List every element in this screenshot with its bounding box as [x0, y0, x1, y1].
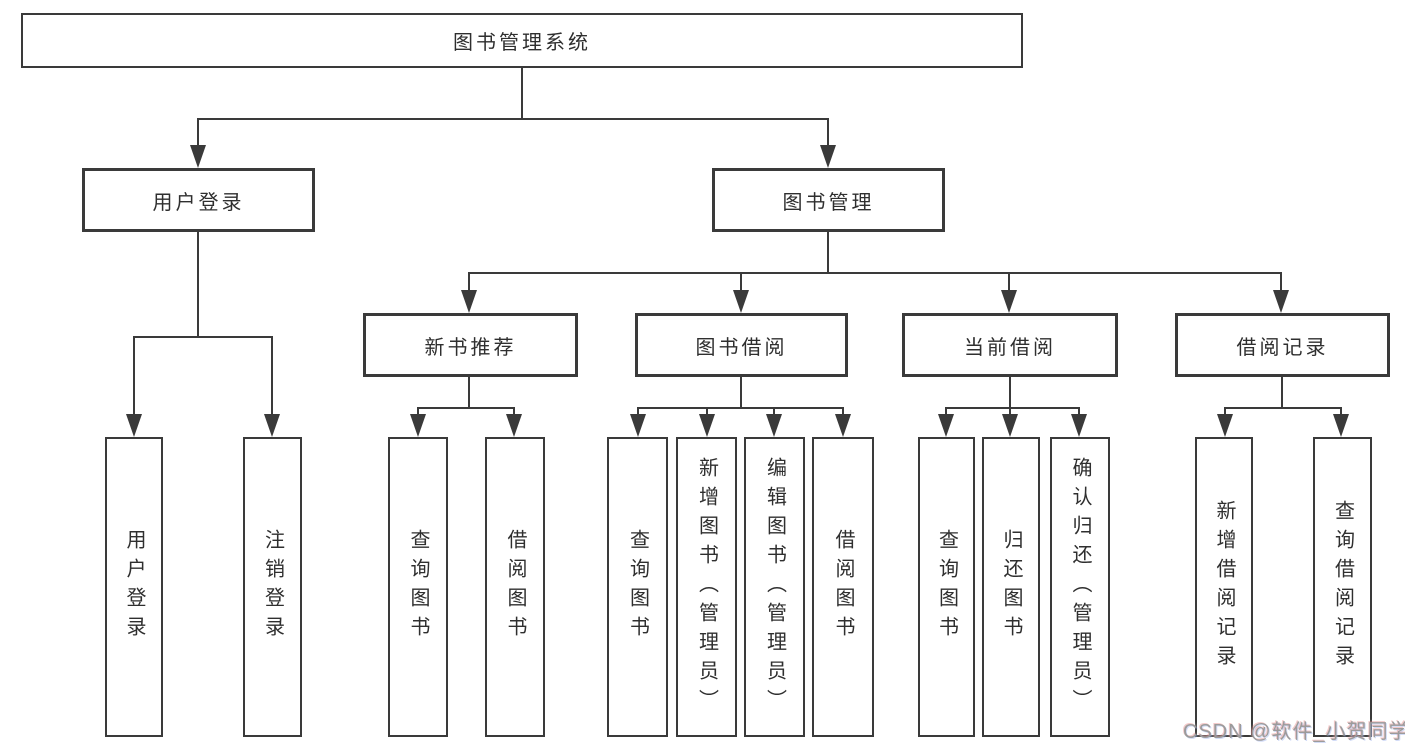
node-book-borrowing: 图书借阅 — [635, 313, 848, 377]
arrow-down-icon — [1217, 414, 1233, 437]
connector-line — [827, 118, 829, 146]
arrow-down-icon — [835, 414, 851, 437]
leaf-label: 编辑图书（管理员） — [763, 456, 786, 718]
connector-line — [197, 118, 199, 146]
connector-line — [417, 407, 515, 409]
connector-line — [468, 377, 470, 408]
arrow-down-icon — [506, 414, 522, 437]
leaf-edit-book-admin: 编辑图书（管理员） — [744, 437, 805, 737]
node-current-borrowing: 当前借阅 — [902, 313, 1118, 377]
connector-line — [1009, 377, 1011, 407]
arrow-down-icon — [820, 145, 836, 168]
arrow-down-icon — [699, 414, 715, 437]
csdn-watermark: CSDN @软件_小贺同学 — [1183, 721, 1405, 743]
leaf-label: 用户登录 — [123, 529, 145, 645]
arrow-down-icon — [190, 145, 206, 168]
arrow-down-icon — [264, 414, 280, 437]
leaf-label: 确认归还（管理员） — [1069, 456, 1091, 718]
leaf-label: 新增图书（管理员） — [695, 456, 718, 718]
connector-line — [773, 407, 775, 416]
arrow-down-icon — [1001, 290, 1017, 313]
connector-line — [945, 407, 1080, 409]
connector-line — [468, 272, 1282, 274]
leaf-label: 借阅图书 — [504, 529, 526, 645]
connector-line — [271, 336, 273, 416]
connector-line — [197, 118, 829, 120]
arrow-down-icon — [1333, 414, 1349, 437]
connector-line — [513, 407, 515, 416]
connector-line — [1008, 272, 1010, 292]
node-library-management-system: 图书管理系统 — [21, 13, 1023, 68]
leaf-return-book: 归还图书 — [982, 437, 1040, 737]
connector-line — [521, 68, 523, 118]
leaf-add-borrow-record: 新增借阅记录 — [1195, 437, 1253, 737]
connector-line — [1224, 407, 1226, 416]
arrow-down-icon — [126, 414, 142, 437]
connector-line — [1280, 272, 1282, 292]
leaf-user-login: 用户登录 — [105, 437, 163, 737]
leaf-label: 注销登录 — [261, 529, 284, 645]
arrow-down-icon — [410, 414, 426, 437]
leaf-borrow-book: 借阅图书 — [812, 437, 874, 737]
arrow-down-icon — [461, 290, 477, 313]
leaf-query-books-recommend: 查询图书 — [388, 437, 448, 737]
leaf-confirm-return-admin: 确认归还（管理员） — [1050, 437, 1110, 737]
node-user-login: 用户登录 — [82, 168, 315, 232]
leaf-label: 查询借阅记录 — [1331, 500, 1354, 674]
connector-line — [133, 336, 273, 338]
connector-line — [1009, 407, 1011, 416]
connector-line — [1078, 407, 1080, 416]
node-book-management: 图书管理 — [712, 168, 945, 232]
leaf-query-books-borrowing: 查询图书 — [607, 437, 668, 737]
leaf-query-borrow-record: 查询借阅记录 — [1313, 437, 1372, 737]
arrow-down-icon — [1273, 290, 1289, 313]
arrow-down-icon — [630, 414, 646, 437]
connector-line — [842, 407, 844, 416]
arrow-down-icon — [1071, 414, 1087, 437]
connector-line — [637, 407, 844, 409]
connector-line — [468, 272, 470, 292]
connector-line — [1340, 407, 1342, 416]
node-new-book-recommendation: 新书推荐 — [363, 313, 578, 377]
connector-line — [740, 272, 742, 292]
leaf-label: 新增借阅记录 — [1213, 500, 1235, 674]
leaf-query-books-current: 查询图书 — [918, 437, 975, 737]
connector-line — [197, 232, 199, 336]
leaf-borrow-book-recommend: 借阅图书 — [485, 437, 545, 737]
connector-line — [706, 407, 708, 416]
connector-line — [637, 407, 639, 416]
connector-line — [1281, 377, 1283, 407]
leaf-logout: 注销登录 — [243, 437, 302, 737]
leaf-label: 查询图书 — [626, 529, 649, 645]
arrow-down-icon — [1002, 414, 1018, 437]
connector-line — [1224, 407, 1342, 409]
arrow-down-icon — [766, 414, 782, 437]
node-borrowing-records: 借阅记录 — [1175, 313, 1390, 377]
leaf-label: 归还图书 — [1000, 529, 1022, 645]
connector-line — [945, 407, 947, 416]
connector-line — [827, 232, 829, 272]
connector-line — [740, 377, 742, 407]
arrow-down-icon — [733, 290, 749, 313]
leaf-label: 查询图书 — [407, 529, 429, 645]
arrow-down-icon — [938, 414, 954, 437]
leaf-label: 查询图书 — [935, 529, 958, 645]
connector-line — [417, 407, 419, 416]
leaf-add-book-admin: 新增图书（管理员） — [676, 437, 737, 737]
connector-line — [133, 336, 135, 416]
leaf-label: 借阅图书 — [832, 529, 854, 645]
